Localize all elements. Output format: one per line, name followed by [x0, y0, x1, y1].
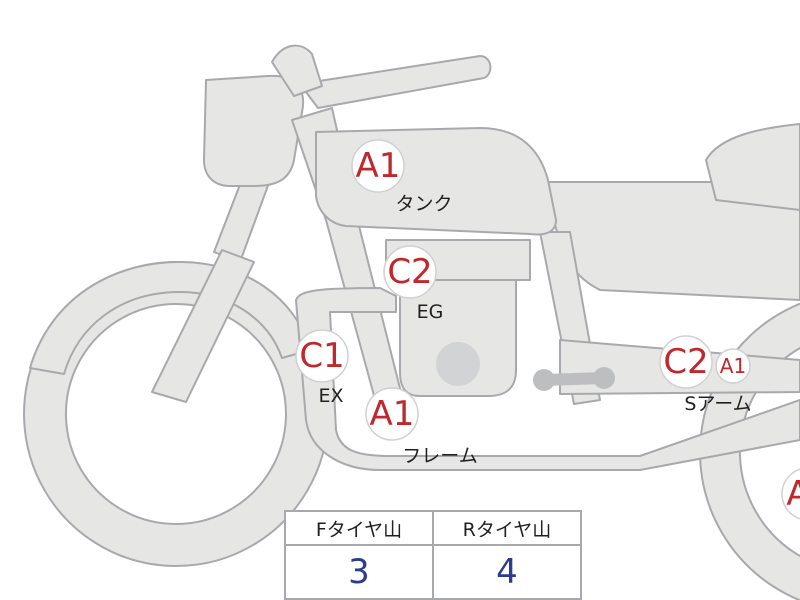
tank-grade-badge: A1 — [351, 139, 405, 193]
handlebar — [299, 55, 492, 109]
engine-grade-badge: C2 — [383, 245, 437, 299]
swingarm-grade-badge-2: A1 — [715, 348, 751, 384]
headlight — [203, 74, 305, 187]
exhaust-grade: C1 — [299, 336, 344, 376]
swingarm-label: Sアーム — [684, 393, 751, 415]
tank-label: タンク — [395, 193, 452, 215]
axle-end-right — [593, 367, 615, 389]
engine-block — [399, 279, 517, 397]
swingarm-grade-badge-1: C2 — [659, 335, 713, 389]
meter — [271, 44, 323, 97]
fork-lower — [151, 249, 255, 403]
tank-grade: A1 — [356, 146, 401, 186]
engine-cover — [436, 342, 480, 386]
frame-down — [295, 287, 800, 471]
front-tire-value: 3 — [284, 544, 434, 600]
swingarm-grade-1: C2 — [663, 342, 708, 382]
engine-grade: C2 — [387, 252, 432, 292]
rear-tire-header: Rタイヤ山 — [432, 510, 582, 546]
front-tire-header: Fタイヤ山 — [284, 510, 434, 546]
frame-grade-badge: A1 — [365, 387, 419, 441]
swingarm-grade-2: A1 — [720, 354, 746, 378]
axle-end-left — [533, 369, 555, 391]
fuel-tank — [315, 127, 557, 236]
tire-tread-table: Fタイヤ山 Rタイヤ山 3 4 — [284, 510, 582, 600]
frame-label: フレーム — [402, 445, 477, 467]
exhaust-grade-badge: C1 — [295, 329, 349, 383]
seat — [705, 123, 800, 211]
rear-wheel-grade-badge: A — [781, 468, 800, 520]
rear-wheel-grade: A — [786, 474, 800, 514]
rear-tire-value: 4 — [432, 544, 582, 600]
frame-grade: A1 — [370, 394, 415, 434]
exhaust-label: EX — [318, 385, 343, 407]
engine-label: EG — [417, 301, 444, 323]
